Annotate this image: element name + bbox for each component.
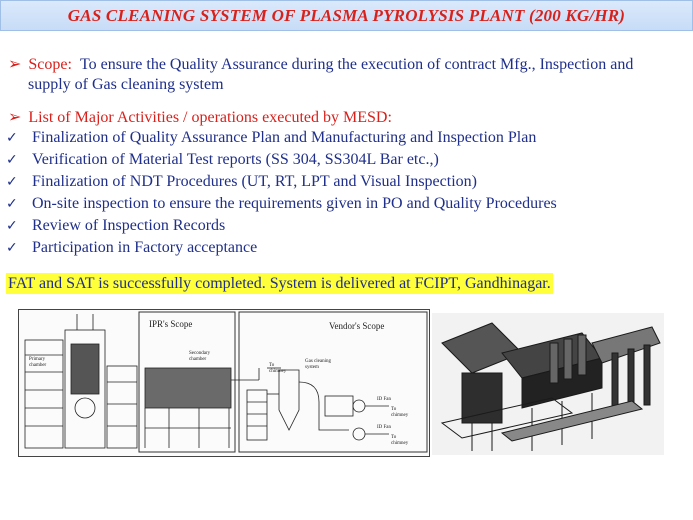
gas-cleaning-label-1: Gas cleaning: [305, 359, 331, 364]
list-item: ✓ Finalization of NDT Procedures (UT, RT,…: [6, 171, 557, 193]
check-icon: ✓: [6, 174, 18, 190]
isometric-structure: [440, 322, 661, 451]
secondary-chamber-label-2: chamber: [189, 357, 207, 362]
scope-section: ➢ Scope: To ensure the Quality Assurance …: [8, 55, 688, 95]
to-chimney-1-label-b: chimney: [269, 369, 287, 374]
list-item: ✓ Review of Inspection Records: [6, 215, 557, 237]
check-icon: ✓: [6, 218, 18, 234]
scope-line: ➢ Scope: To ensure the Quality Assurance …: [8, 55, 688, 75]
check-icon: ✓: [6, 130, 18, 146]
scope-text: To ensure the Quality Assurance during t…: [79, 56, 634, 73]
ipr-scope-label: IPR's Scope: [149, 319, 192, 329]
gas-cleaning-structure: [231, 367, 389, 441]
check-icon: ✓: [6, 196, 18, 212]
activities-heading: ➢ List of Major Activities / operations e…: [8, 107, 392, 127]
list-item-text: Verification of Material Test reports (S…: [32, 151, 439, 168]
isometric-drawing: [432, 313, 664, 455]
list-item-text: Review of Inspection Records: [32, 217, 226, 234]
primary-chamber-label-2: chamber: [29, 363, 47, 368]
check-icon: ✓: [6, 152, 18, 168]
list-item-text: Finalization of Quality Assurance Plan a…: [32, 129, 537, 146]
activities-heading-text: List of Major Activities / operations ex…: [28, 109, 392, 126]
activities-list: ✓ Finalization of Quality Assurance Plan …: [6, 127, 557, 259]
to-chimney-2-label-b: chimney: [391, 413, 409, 418]
vendor-scope-box: [238, 311, 428, 453]
to-chimney-1-label-a: To: [269, 363, 275, 368]
primary-chamber-label-1: Primary: [29, 357, 46, 362]
to-chimney-3-label-a: To: [391, 435, 397, 440]
list-item-text: On-site inspection to ensure the require…: [32, 195, 557, 212]
list-item: ✓ Finalization of Quality Assurance Plan …: [6, 127, 557, 149]
page-title: GAS CLEANING SYSTEM OF PLASMA PYROLYSIS …: [67, 5, 626, 25]
secondary-chamber-label-1: Secondary: [189, 351, 211, 356]
gas-cleaning-label-2: system: [305, 365, 319, 370]
completion-highlight: FAT and SAT is successfully completed. S…: [6, 273, 553, 294]
id-fan-1-label: ID Fan: [377, 397, 392, 402]
title-bar: GAS CLEANING SYSTEM OF PLASMA PYROLYSIS …: [0, 0, 693, 31]
plant-layout-svg: IPR's Scope Vendor's Scope Primary chamb…: [24, 311, 428, 453]
isometric-svg: [440, 322, 661, 451]
list-item: ✓ Participation in Factory acceptance: [6, 237, 557, 259]
vendor-scope-label: Vendor's Scope: [329, 321, 384, 331]
primary-chamber-structure: [24, 314, 138, 449]
to-chimney-2-label-a: To: [391, 407, 397, 412]
arrow-bullet-icon: ➢: [8, 109, 22, 126]
scope-label: Scope:: [28, 56, 72, 73]
ipr-scope-box: [138, 311, 236, 453]
id-fan-2-label: ID Fan: [377, 425, 392, 430]
arrow-bullet-icon: ➢: [8, 56, 22, 73]
list-item: ✓ On-site inspection to ensure the requir…: [6, 193, 557, 215]
scope-continuation: supply of Gas cleaning system: [28, 76, 224, 93]
check-icon: ✓: [6, 240, 18, 256]
list-item-text: Participation in Factory acceptance: [32, 239, 258, 256]
list-item: ✓ Verification of Material Test reports (…: [6, 149, 557, 171]
list-item-text: Finalization of NDT Procedures (UT, RT, …: [32, 173, 477, 190]
secondary-chamber-structure: [144, 367, 232, 448]
to-chimney-3-label-b: chimney: [391, 441, 409, 446]
plant-layout-drawing: IPR's Scope Vendor's Scope Primary chamb…: [18, 309, 430, 457]
